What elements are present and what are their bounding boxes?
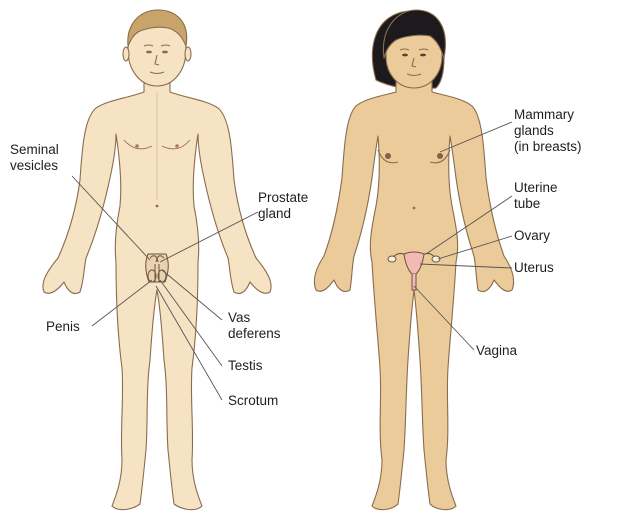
label-uterus: Uterus [514,260,554,276]
label-prostate-gland: Prostate gland [258,190,308,222]
label-penis: Penis [46,319,80,335]
label-seminal-vesicles: Seminal vesicles [10,142,59,174]
label-scrotum: Scrotum [228,393,278,409]
label-testis: Testis [228,358,263,374]
label-uterine-tube: Uterine tube [514,180,558,212]
label-vas-deferens: Vas deferens [228,310,281,342]
label-ovary: Ovary [514,228,550,244]
female-body [314,82,513,510]
label-vagina: Vagina [476,343,517,359]
male-reproductive-organs [146,254,169,282]
label-mammary-glands: Mammary glands (in breasts) [514,107,582,155]
ovary-left [388,256,396,262]
